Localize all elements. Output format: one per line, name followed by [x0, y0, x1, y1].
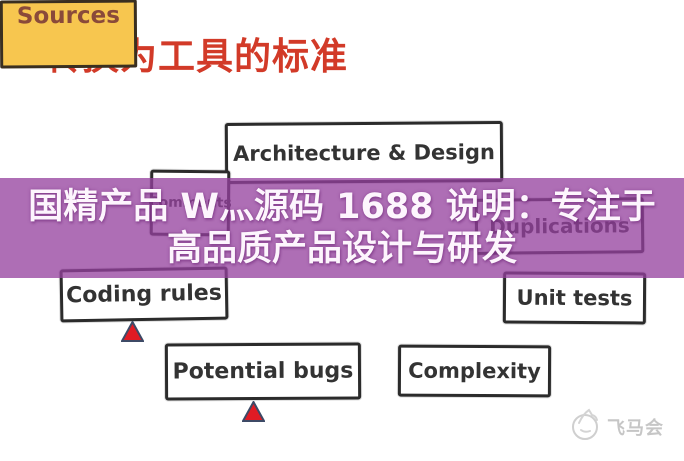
box-sources-label: Sources — [16, 2, 120, 30]
watermark: 飞马会 — [569, 406, 664, 447]
box-architecture-design-label: Architecture & Design — [232, 139, 495, 166]
box-coding-rules-label: Coding rules — [65, 280, 223, 309]
overlay-band — [0, 178, 684, 278]
warning-triangle-icon — [241, 399, 266, 426]
overlay-text-line2: 高品质产品设计与研发 — [166, 229, 517, 269]
box-complexity: Complexity — [397, 344, 552, 398]
watermark-text: 飞马会 — [607, 417, 664, 439]
box-sources: Sources — [0, 0, 138, 69]
overlay-watermark-text: 国精产品 W灬源码 1688 说明：专注于 高品质产品设计与研发 — [0, 180, 684, 276]
box-architecture-design: Architecture & Design — [224, 121, 504, 184]
box-potential-bugs: Potential bugs — [164, 342, 362, 401]
overlay-text-line1: 国精产品 W灬源码 1688 说明：专注于 — [28, 187, 656, 227]
box-complexity-label: Complexity — [408, 358, 541, 384]
box-unit-tests: Unit tests — [502, 271, 647, 325]
horse-logo-icon — [569, 406, 601, 447]
warning-triangle-icon — [120, 319, 145, 346]
box-unit-tests-label: Unit tests — [516, 285, 633, 311]
box-potential-bugs-label: Potential bugs — [172, 358, 354, 385]
